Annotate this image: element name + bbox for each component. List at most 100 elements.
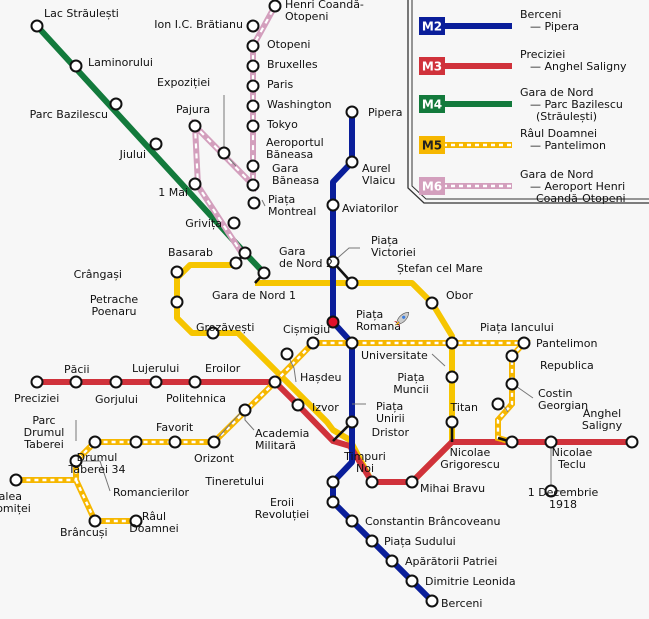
station-washington[interactable]: [246, 99, 260, 113]
station-dimitrie-leonida[interactable]: [405, 574, 419, 588]
station-romancierilor[interactable]: [69, 454, 83, 468]
station-piata-iancului[interactable]: [445, 336, 459, 350]
station-nicolae-grigorescu[interactable]: [505, 435, 519, 449]
station-bruxelles[interactable]: [246, 59, 260, 73]
station-label-lujerului: Lujerului: [132, 362, 179, 375]
station-aurel-vlaicu[interactable]: [345, 155, 359, 169]
station-anghel-saligny[interactable]: [625, 435, 639, 449]
station-costin-georgian[interactable]: [505, 377, 519, 391]
station-otopeni[interactable]: [246, 39, 260, 53]
station-crangasi[interactable]: [170, 265, 184, 279]
station-basarab[interactable]: [229, 256, 243, 270]
station-academia-militara[interactable]: [238, 403, 252, 417]
station-apararorii-patriei[interactable]: [385, 554, 399, 568]
station-pajura[interactable]: [188, 119, 202, 133]
station-orizont[interactable]: [207, 435, 221, 449]
station-label-orizont: Orizont: [194, 452, 235, 465]
station-republica[interactable]: [505, 349, 519, 363]
station-tokyo[interactable]: [246, 119, 260, 133]
station-paris[interactable]: [246, 79, 260, 93]
station-label-constantin-brancoveanu: Constantin Brâncoveanu: [365, 515, 501, 528]
label-leaders: [75, 95, 563, 492]
station-lac-straulesti[interactable]: [30, 19, 44, 33]
station-constantin-brancoveanu[interactable]: [345, 514, 359, 528]
station-label-tokyo: Tokyo: [266, 118, 298, 131]
station-gara-baneasa[interactable]: [246, 178, 260, 192]
station-tineretului[interactable]: [326, 475, 340, 489]
station-aeroportul-baneasa[interactable]: [246, 159, 260, 173]
station-piata-montreal[interactable]: [247, 196, 261, 210]
station-grozavesti[interactable]: [206, 326, 220, 340]
station-1-decembrie-1918[interactable]: [544, 484, 558, 498]
station-brancusi[interactable]: [88, 514, 102, 528]
station-eroilor[interactable]: [268, 375, 282, 389]
station-parc-bazilescu[interactable]: [109, 97, 123, 111]
station-petrache-poenaru[interactable]: [170, 295, 184, 309]
station-valea-ialomitei[interactable]: [9, 473, 23, 487]
station-politehnica[interactable]: [188, 375, 202, 389]
station-berceni[interactable]: [425, 594, 439, 608]
station-ion-bratianu[interactable]: [246, 19, 260, 33]
station-gara-de-nord-1[interactable]: [257, 266, 271, 280]
station-drumul-taberei-34[interactable]: [129, 435, 143, 449]
station-timpuri-noi[interactable]: [365, 475, 379, 489]
station-piata-muncii[interactable]: [445, 370, 459, 384]
legend-border: [407, 0, 649, 204]
line-m3: [37, 379, 632, 485]
station-label-ion-bratianu: Ion I.C. Brătianu: [154, 18, 243, 31]
station-cismigiu[interactable]: [306, 336, 320, 350]
station-dristor[interactable]: [445, 415, 459, 429]
station-hasdeu[interactable]: [280, 347, 294, 361]
station-piata-unirii[interactable]: [345, 415, 359, 429]
station-piata-victoriei[interactable]: [326, 255, 340, 269]
station-label-izvor: Izvor: [312, 401, 339, 414]
station-pipera[interactable]: [345, 105, 359, 119]
station-piata-sudului[interactable]: [365, 534, 379, 548]
station-titan[interactable]: [491, 397, 505, 411]
legend-terminus-1: Preciziei: [520, 48, 565, 61]
station-jiului[interactable]: [149, 137, 163, 151]
station-lujerului[interactable]: [149, 375, 163, 389]
station-label-brancusi: Brâncuși: [60, 526, 108, 539]
station-pacii[interactable]: [69, 375, 83, 389]
station-raul-doamnei[interactable]: [129, 514, 143, 528]
station-izvor[interactable]: [291, 398, 305, 412]
station-piata-romana[interactable]: [326, 315, 340, 329]
station-nicolae-teclu[interactable]: [544, 435, 558, 449]
station-mihai-bravu[interactable]: [405, 475, 419, 489]
station-label-eroilor: Eroilor: [205, 362, 241, 375]
station-grivita[interactable]: [227, 216, 241, 230]
station-universitate[interactable]: [345, 336, 359, 350]
station-label-paris: Paris: [267, 78, 293, 91]
station-expozitiei[interactable]: [217, 146, 231, 160]
station-label-laminorului: Laminorului: [88, 56, 153, 69]
station-favorit[interactable]: [168, 435, 182, 449]
station-pantelimon[interactable]: [517, 336, 531, 350]
station-label-gorjului: Gorjului: [95, 393, 138, 406]
station-stefan-cel-mare[interactable]: [345, 276, 359, 290]
station-eroii-revolutiei[interactable]: [326, 495, 340, 509]
station-parc-drumul-taberei[interactable]: [88, 435, 102, 449]
station-label-crangasi: Crângași: [74, 268, 122, 281]
station-gara-de-nord-2[interactable]: [238, 246, 252, 260]
station-label-parc-bazilescu: Parc Bazilescu: [30, 108, 108, 121]
station-label-romancierilor: Romancierilor: [113, 486, 190, 499]
station-label-grivita: Grivița: [185, 217, 222, 230]
station-1-mai[interactable]: [188, 177, 202, 191]
station-obor[interactable]: [425, 296, 439, 310]
station-preciziei[interactable]: [30, 375, 44, 389]
station-laminorului[interactable]: [69, 59, 83, 73]
station-gorjului[interactable]: [109, 375, 123, 389]
station-aviatorilor[interactable]: [326, 198, 340, 212]
legend-badge: [419, 57, 445, 75]
station-henri-coanda[interactable]: [268, 0, 282, 13]
